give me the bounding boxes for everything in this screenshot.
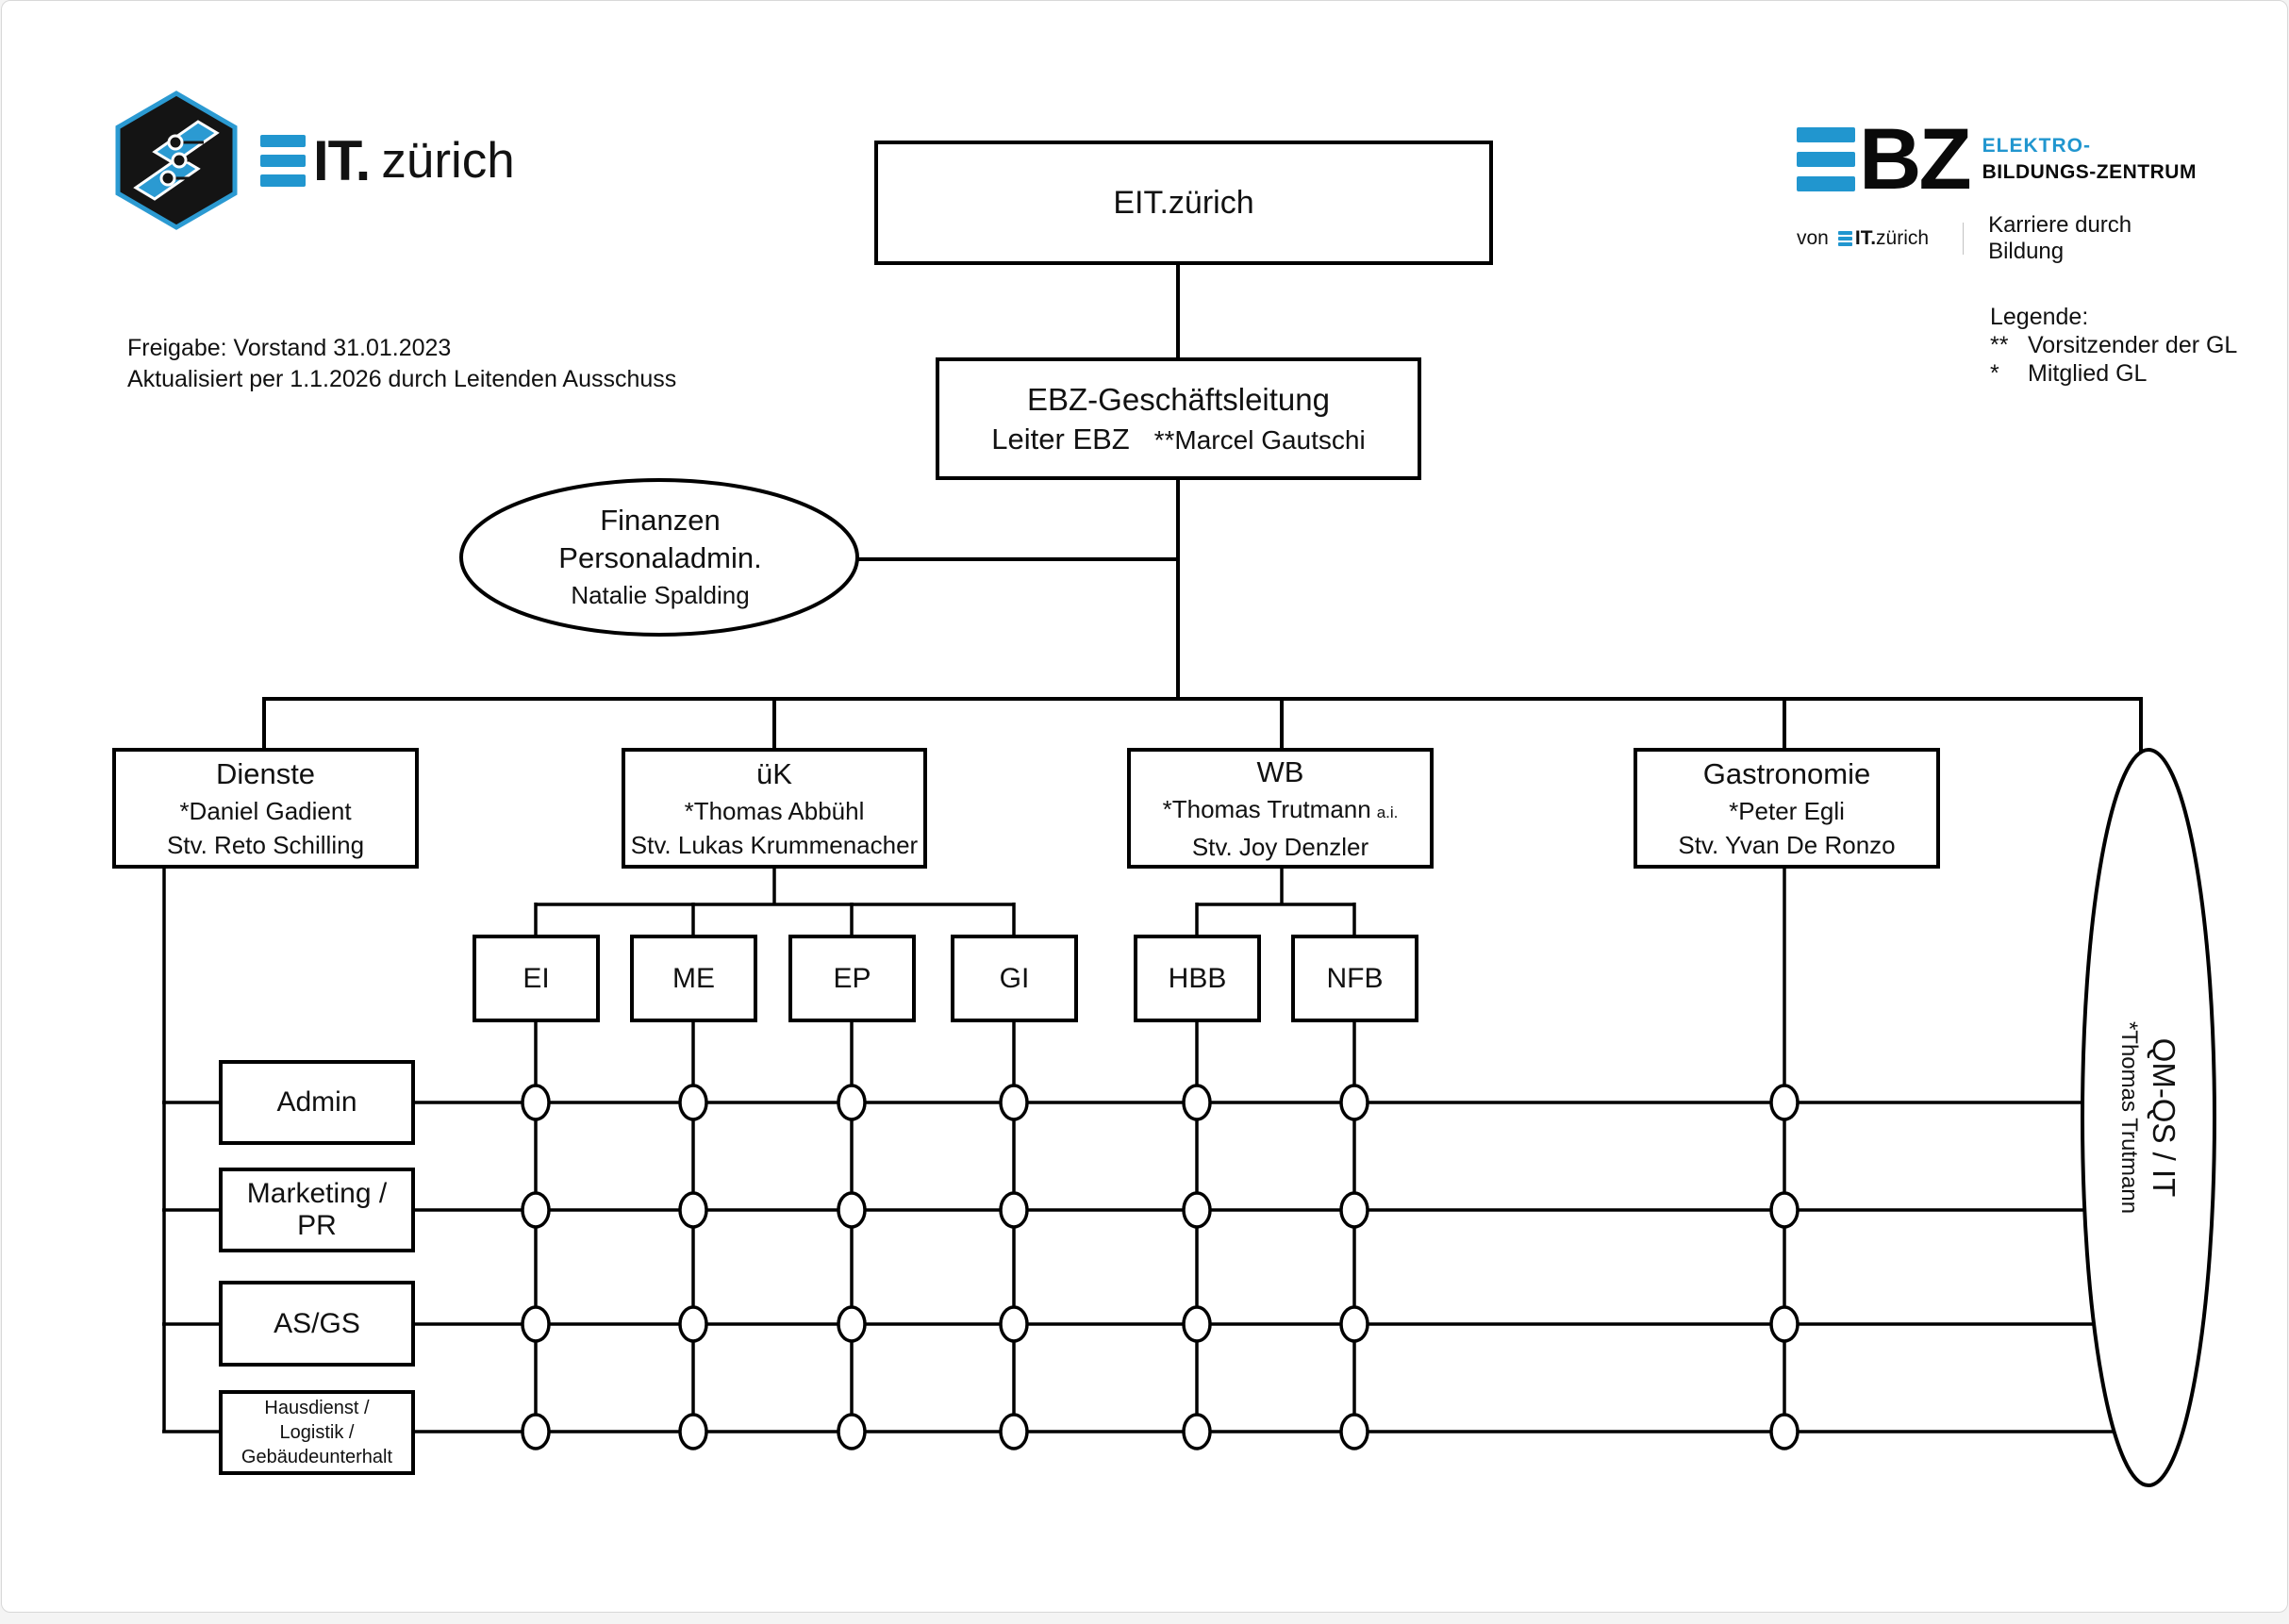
finance-ellipse-shape bbox=[459, 478, 859, 637]
node-gi: GI bbox=[951, 935, 1078, 1022]
ebz-tagline: Karriere durch Bildung bbox=[1988, 212, 2132, 264]
node-qm-qs-it: QM-QS / IT *Thomas Trutmann bbox=[2116, 1020, 2181, 1215]
branch-lines bbox=[534, 867, 1356, 938]
ebz-sub-city: zürich bbox=[1876, 227, 1930, 249]
approval-line-2: Aktualisiert per 1.1.2026 durch Leitende… bbox=[127, 366, 677, 392]
node-me: ME bbox=[630, 935, 757, 1022]
node-title: EBZ-Geschäftsleitung bbox=[1027, 381, 1330, 417]
node-eit-root: EIT.zürich bbox=[874, 141, 1493, 265]
node-geschaeftsleitung: EBZ-Geschäftsleitung Leiter EBZ **Marcel… bbox=[936, 357, 1421, 480]
node-as-gs: AS/GS bbox=[219, 1281, 415, 1367]
ebz-elektro-label: ELEKTRO- bbox=[1982, 135, 2091, 157]
node-leader-line: Leiter EBZ **Marcel Gautschi bbox=[991, 422, 1366, 456]
eit-wordmark-it: IT. bbox=[313, 128, 371, 192]
eit-hexagon-icon bbox=[115, 91, 238, 230]
node-label: EIT.zürich bbox=[1113, 184, 1254, 221]
node-admin: Admin bbox=[219, 1060, 415, 1145]
eit-logo: IT. zürich bbox=[113, 90, 515, 231]
legend-item: * Mitglied GL bbox=[1990, 360, 2148, 387]
trunk-lines bbox=[262, 265, 2143, 755]
ebz-bildungs-label: BILDUNGS-ZENTRUM bbox=[1982, 161, 2197, 183]
legend: Legende: ** Vorsitzender der GL * Mitgli… bbox=[1990, 303, 2237, 388]
ebz-logo: BZ ELEKTRO- BILDUNGS-ZENTRUM von IT. zür… bbox=[1797, 111, 2212, 265]
node-nfb: NFB bbox=[1291, 935, 1418, 1022]
node-finanzen-personaladmin: Finanzen Personaladmin. Natalie Spalding bbox=[558, 504, 762, 609]
qm-ellipse-shape bbox=[2081, 748, 2216, 1487]
grid-circles bbox=[521, 1084, 1800, 1450]
ebz-sub-it: IT. bbox=[1854, 227, 1877, 249]
legend-item: ** Vorsitzender der GL bbox=[1990, 332, 2238, 358]
approval-note: Freigabe: Vorstand 31.01.2023 Aktualisie… bbox=[127, 333, 676, 395]
node-ei: EI bbox=[473, 935, 600, 1022]
node-hausdienst-logistik: Hausdienst / Logistik / Gebäudeunterhalt bbox=[219, 1390, 415, 1475]
eit-wordmark-city: zürich bbox=[381, 132, 515, 189]
ebz-divider bbox=[1963, 223, 1965, 255]
ebz-bars-icon bbox=[1797, 127, 1855, 191]
node-gastronomie: Gastronomie *Peter Egli Stv. Yvan De Ron… bbox=[1634, 748, 1940, 869]
eit-wordmark: IT. zürich bbox=[260, 128, 515, 193]
node-marketing-pr: Marketing / PR bbox=[219, 1168, 415, 1252]
node-hbb: HBB bbox=[1134, 935, 1261, 1022]
eit-bars-icon bbox=[260, 134, 306, 187]
ebz-wordmark: BZ bbox=[1859, 111, 1972, 207]
node-dienste: Dienste *Daniel Gadient Stv. Reto Schill… bbox=[112, 748, 419, 869]
ebz-mini-bars-icon bbox=[1837, 231, 1852, 246]
ebz-von-label: von bbox=[1797, 227, 1829, 249]
legend-title: Legende: bbox=[1990, 304, 2089, 330]
node-uek: üK *Thomas Abbühl Stv. Lukas Krummenache… bbox=[622, 748, 927, 869]
approval-line-1: Freigabe: Vorstand 31.01.2023 bbox=[127, 335, 452, 361]
node-ep: EP bbox=[788, 935, 916, 1022]
